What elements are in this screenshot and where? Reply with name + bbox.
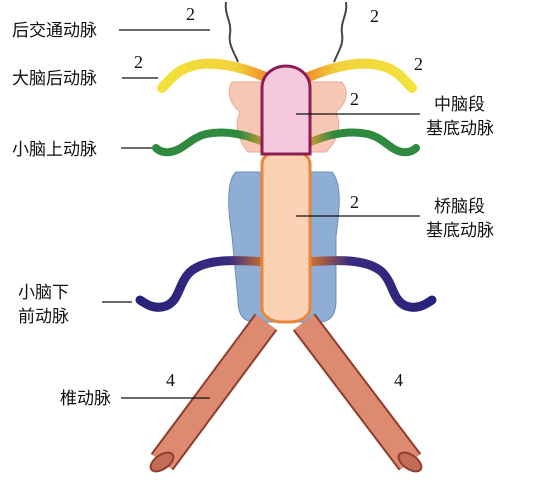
basilar-pontine-segment [260, 148, 312, 324]
label-midbrain-line2: 基底动脉 [426, 119, 494, 139]
label-aica-line2: 前动脉 [18, 307, 69, 327]
label-aica-line1: 小脑下 [18, 283, 69, 303]
num-vert-right: 4 [394, 370, 403, 390]
vertebral-artery-left-fill [152, 314, 276, 470]
aica-right-vessel [301, 256, 437, 312]
label-midbrain-line1: 中脑段 [434, 95, 485, 115]
num-pcomm-left: 2 [186, 4, 195, 24]
num-midbrain: 2 [350, 89, 359, 109]
label-pca: 大脑后动脉 [12, 69, 97, 89]
aica-left-vessel [135, 256, 273, 312]
label-pcomm: 后交通动脉 [12, 21, 97, 41]
vertebral-artery-right-end [397, 451, 423, 473]
num-pons: 2 [350, 192, 359, 212]
pca-left-vessel [157, 58, 273, 93]
label-pons-line1: 桥脑段 [434, 197, 485, 217]
sca-right-vessel [302, 128, 420, 157]
vertebral-artery-right-fill [294, 314, 420, 470]
num-pca-right: 2 [414, 54, 423, 74]
num-vert-left: 4 [166, 370, 175, 390]
vertebral-artery-left-end [149, 451, 175, 473]
num-pcomm-right: 2 [370, 6, 379, 26]
label-sca: 小脑上动脉 [12, 140, 97, 160]
basilar-midbrain-segment [260, 64, 312, 156]
pca-right-vessel [301, 58, 417, 93]
sca-left-vessel [152, 128, 272, 157]
label-vert: 椎动脉 [60, 389, 111, 409]
label-pons-line2: 基底动脉 [426, 221, 494, 241]
pcomm-right-vessel [333, 1, 348, 63]
pcomm-left-vessel [224, 1, 239, 63]
num-pca-left: 2 [134, 52, 143, 72]
